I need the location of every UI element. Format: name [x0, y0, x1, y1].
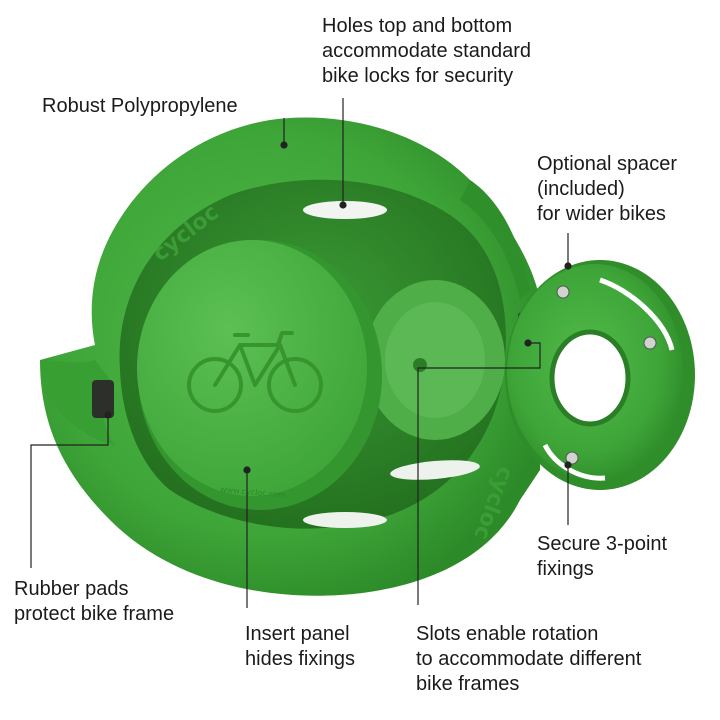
spacer-ring	[505, 260, 695, 490]
callout-panel-line-1: Insert panel	[245, 623, 350, 645]
callout-slots-line-1: Slots enable rotation	[416, 623, 599, 645]
callout-pads-line-1: Rubber pads	[14, 578, 129, 600]
callout-fixings-line-1: Secure 3-point	[537, 533, 668, 555]
callout-spacer-line-2: (included)	[537, 178, 625, 200]
callout-panel: Insert panel hides fixings	[245, 622, 355, 672]
callout-fixings: Secure 3-point fixings	[537, 532, 667, 582]
callout-pads: Rubber pads protect bike frame	[14, 577, 174, 627]
callout-spacer: Optional spacer (included) for wider bik…	[537, 152, 677, 227]
callout-slots-line-2: to accommodate different	[416, 648, 642, 670]
bike-emboss-icon	[187, 331, 323, 413]
callout-holes-line-1: Holes top and bottom	[322, 15, 513, 37]
callout-panel-line-2: hides fixings	[245, 648, 356, 670]
inner-fixing-plate	[365, 280, 505, 440]
callout-holes-line-2: accommodate standard	[322, 40, 532, 62]
callout-spacer-line-3: for wider bikes	[537, 203, 666, 225]
callout-holes: Holes top and bottom accommodate standar…	[322, 14, 531, 89]
top-lock-hole	[303, 201, 387, 219]
callout-pads-line-2: protect bike frame	[14, 603, 175, 625]
callout-slots: Slots enable rotation to accommodate dif…	[416, 622, 641, 697]
leader-lines	[30, 98, 572, 608]
callout-holes-line-3: bike locks for security	[322, 65, 514, 87]
callout-slots-line-3: bike frames	[416, 673, 520, 695]
bottom-slots	[303, 460, 480, 528]
callout-material: Robust Polypropylene	[42, 94, 238, 119]
callout-fixings-line-2: fixings	[537, 558, 594, 580]
insert-panel	[137, 240, 382, 510]
rubber-pad-left	[92, 380, 114, 418]
callout-spacer-line-1: Optional spacer	[537, 153, 678, 175]
callout-material-line-1: Robust Polypropylene	[42, 95, 238, 117]
